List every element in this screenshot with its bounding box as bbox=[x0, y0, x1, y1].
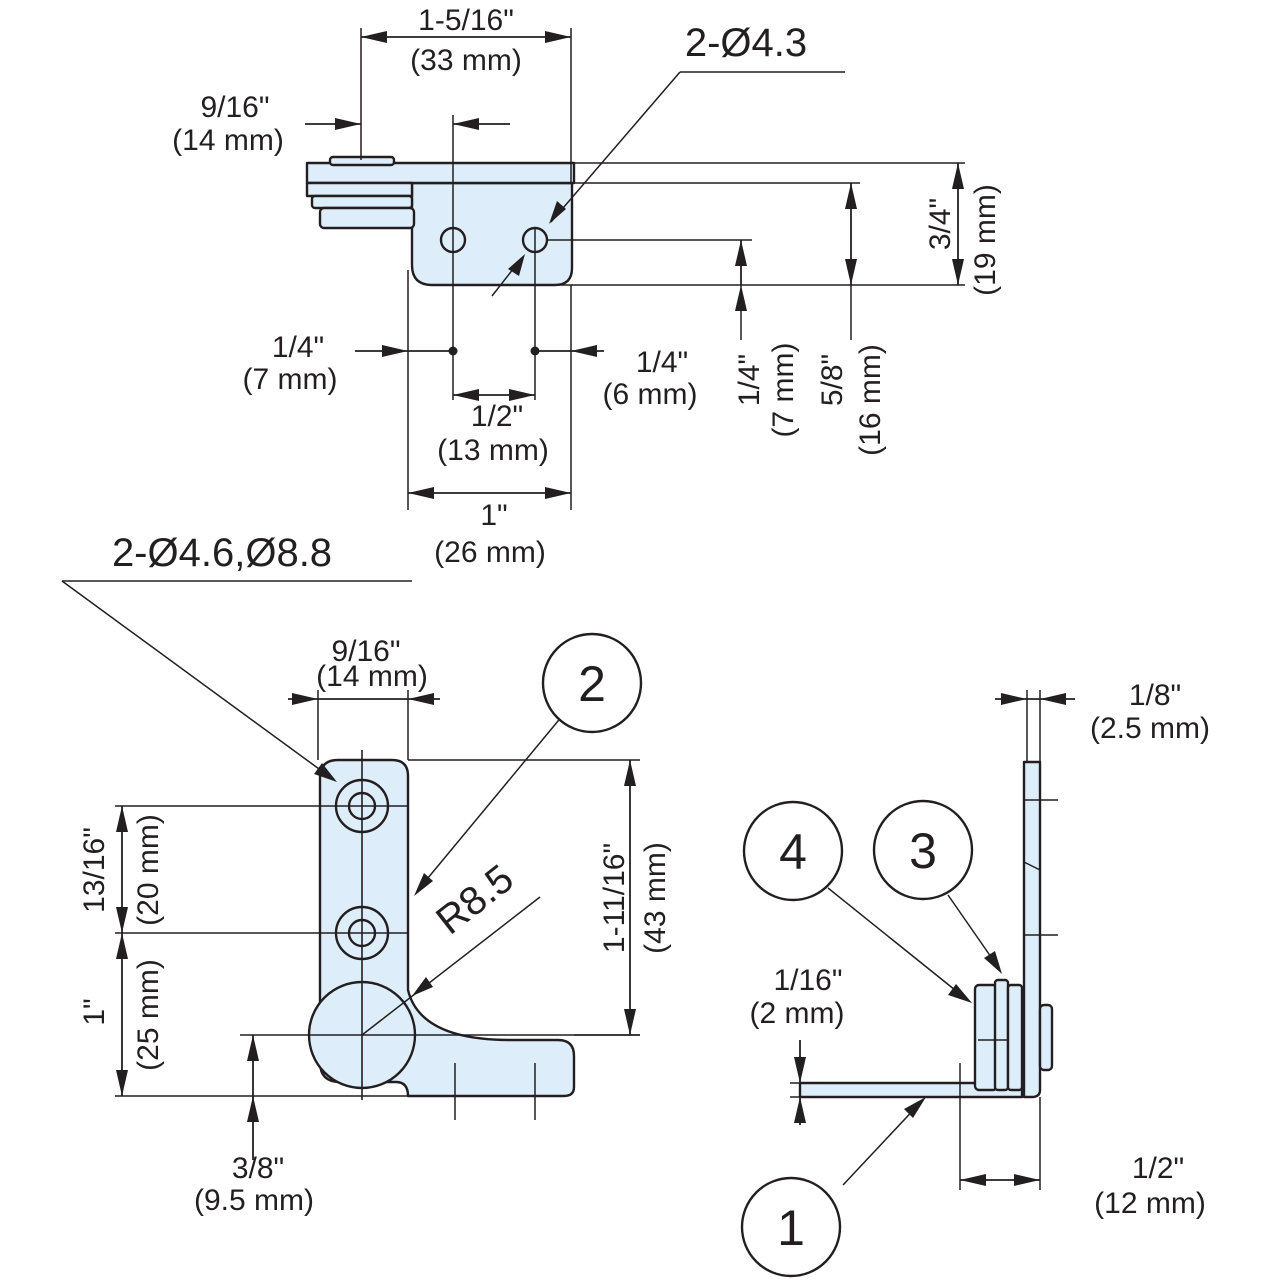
top-clamp-upper bbox=[328, 155, 396, 167]
front-radius-label: R8.5 bbox=[428, 856, 522, 943]
dim-pivot-height-mm: (9.5 mm) bbox=[194, 1184, 314, 1217]
callout-label-3: 3 bbox=[909, 823, 937, 879]
dim-front-width-inch: 9/16" bbox=[331, 635, 400, 668]
dim-hole-spacing-inch: 1/2" bbox=[471, 400, 523, 433]
dim-hole-bottom-mm: (7 mm) bbox=[767, 343, 800, 438]
dim-front-spacing-inch: 13/16" bbox=[78, 827, 111, 913]
dim-front-bottom-inch: 1" bbox=[78, 998, 111, 1025]
dim-top-width-mm: (33 mm) bbox=[410, 44, 522, 77]
front-view: 2-Ø4.6,Ø8.8 9/16" (14 mm) 13/16" (20 mm)… bbox=[61, 531, 672, 1217]
dim-side-thickness-inch: 1/8" bbox=[1129, 679, 1181, 712]
dim-plate-width-inch: 1" bbox=[480, 499, 507, 532]
dim-pivot-height-inch: 3/8" bbox=[232, 1152, 284, 1185]
dim-plate-height-mm: (16 mm) bbox=[854, 344, 887, 456]
dim-side-depth-mm: (12 mm) bbox=[1094, 1187, 1206, 1220]
front-hole-callout: 2-Ø4.6,Ø8.8 bbox=[112, 531, 332, 575]
dim-hole-right-inch: 1/4" bbox=[636, 346, 688, 379]
top-hole-callout: 2-Ø4.3 bbox=[685, 21, 807, 65]
dim-side-depth-inch: 1/2" bbox=[1132, 1152, 1184, 1185]
side-clamp-mid bbox=[993, 978, 1010, 1092]
top-bar-upper bbox=[305, 161, 576, 185]
callout-label-2: 2 bbox=[578, 656, 606, 712]
top-view: 1-5/16" (33 mm) 9/16" (14 mm) 2-Ø4.3 3/4… bbox=[172, 4, 1002, 569]
dim-hole-bottom-inch: 1/4" bbox=[733, 354, 766, 406]
dim-front-height-inch: 1-11/16" bbox=[598, 843, 631, 953]
dim-top-width-inch: 1-5/16" bbox=[418, 4, 514, 37]
callout-bubble-3 bbox=[872, 799, 974, 901]
dim-top-offset-inch: 9/16" bbox=[200, 91, 269, 124]
side-view: 1/8" (2.5 mm) 1/16" (2 mm) 1/2" (12 mm) … bbox=[740, 679, 1210, 1278]
dim-top-height-inch: 3/4" bbox=[924, 198, 957, 250]
top-bar-lower bbox=[305, 181, 414, 198]
dim-front-spacing-mm: (20 mm) bbox=[132, 814, 165, 926]
top-clamp-base bbox=[318, 206, 416, 230]
dim-side-base-inch: 1/16" bbox=[773, 964, 842, 997]
callout-label-4: 4 bbox=[779, 824, 807, 880]
top-plate-body bbox=[410, 181, 574, 287]
dim-side-base-mm: (2 mm) bbox=[750, 997, 845, 1030]
dim-front-height-mm: (43 mm) bbox=[639, 842, 672, 954]
callout-label-1: 1 bbox=[777, 1200, 805, 1256]
callout-bubble-1 bbox=[740, 1176, 842, 1278]
side-clamp-outer bbox=[973, 983, 999, 1092]
dim-plate-height-inch: 5/8" bbox=[816, 354, 849, 406]
top-clamp-lower bbox=[310, 194, 414, 210]
dim-side-thickness-mm: (2.5 mm) bbox=[1090, 712, 1210, 745]
dim-plate-width-mm: (26 mm) bbox=[434, 536, 546, 569]
dim-front-width-mm: (14 mm) bbox=[316, 660, 428, 693]
side-clamp-inner bbox=[1006, 983, 1024, 1092]
callout-bubble-4 bbox=[742, 800, 844, 902]
dim-hole-left-mm: (7 mm) bbox=[243, 363, 338, 396]
side-clamp-back bbox=[1038, 1003, 1054, 1072]
dim-hole-spacing-mm: (13 mm) bbox=[437, 434, 549, 467]
dim-top-offset-mm: (14 mm) bbox=[172, 124, 284, 157]
callout-bubble-2 bbox=[541, 632, 643, 734]
dim-front-bottom-mm: (25 mm) bbox=[132, 959, 165, 1071]
side-vertical-plate bbox=[1022, 760, 1042, 1099]
dim-hole-right-mm: (6 mm) bbox=[603, 378, 698, 411]
dim-hole-left-inch: 1/4" bbox=[272, 331, 324, 364]
dim-top-height-mm: (19 mm) bbox=[969, 184, 1002, 296]
